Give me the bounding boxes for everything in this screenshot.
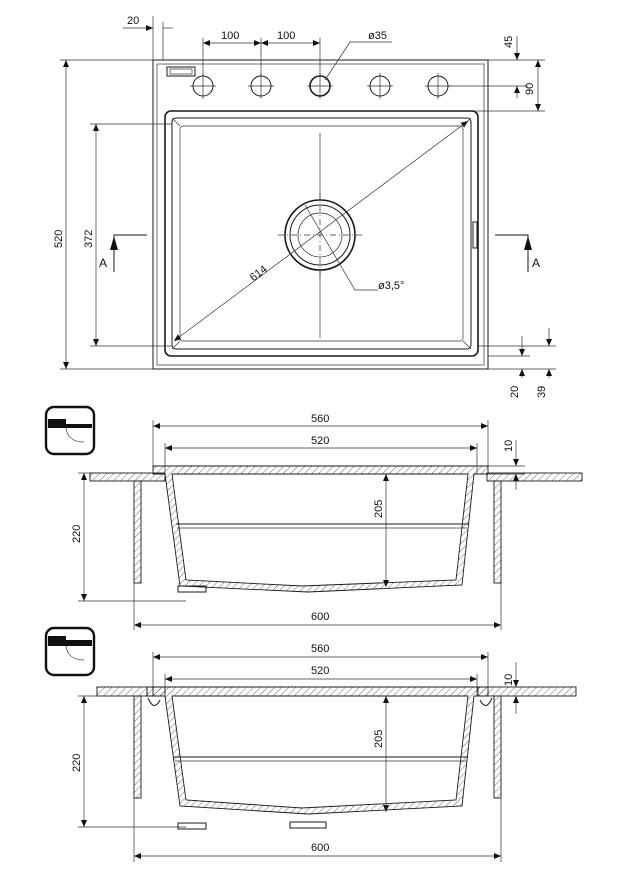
diagonal-dimension-line — [173, 120, 469, 342]
dim-bowl-520-s1: 520 — [311, 435, 329, 447]
dim-height-220-s2: 220 — [71, 754, 83, 772]
dim-cabinet-600-s1: 600 — [311, 611, 329, 623]
dim-bottom-20: 20 — [509, 386, 521, 398]
dim-spacing-100-a: 100 — [221, 30, 239, 42]
sink-outline — [152, 59, 489, 370]
dim-outer-560-s1: 560 — [311, 413, 329, 425]
dim-depth-205-s2: 205 — [373, 730, 385, 748]
dim-height-520: 520 — [53, 230, 65, 248]
dim-spacing-100-b: 100 — [277, 30, 295, 42]
dim-cabinet-600-s2: 600 — [311, 842, 329, 854]
section-view-1: 560 520 205 10 220 600 — [44, 405, 583, 630]
dim-lip-10-s1: 10 — [503, 440, 515, 452]
dim-depth-205-s1: 205 — [373, 500, 385, 518]
tap-holes — [190, 73, 451, 99]
mount-type-icon-flushmount — [44, 626, 96, 677]
dim-bottom-39: 39 — [536, 386, 548, 398]
sink-outline-inner — [156, 63, 485, 366]
section-marker-left: A — [99, 256, 107, 270]
top-view: 614 ø3,5° 20 100 100 ø35 45 90 520 — [53, 15, 556, 398]
dim-height-220-s1: 220 — [71, 525, 83, 543]
bowl-inner-1 — [171, 117, 472, 350]
sink-body-section — [152, 465, 489, 593]
dim-lip-10-s2: 10 — [503, 674, 515, 686]
dim-edge-90: 90 — [524, 83, 536, 95]
drain — [278, 193, 362, 277]
dim-bowl-520-s2: 520 — [311, 665, 329, 677]
bowl-outline — [164, 110, 479, 357]
dim-bowl-372: 372 — [83, 230, 95, 248]
section-marker-right: A — [532, 256, 540, 270]
mount-type-icon-overmount — [44, 405, 96, 456]
dim-drain-angle: ø3,5° — [378, 280, 404, 292]
dim-hole-diameter: ø35 — [368, 30, 387, 42]
section-view-2: 560 520 205 10 220 600 — [44, 626, 577, 862]
overflow-slot — [166, 66, 196, 77]
dim-outer-560-s2: 560 — [311, 643, 329, 655]
sink-body-section-2 — [152, 686, 489, 815]
dim-diagonal-614: 614 — [248, 263, 270, 284]
dim-edge-45: 45 — [503, 36, 515, 48]
dim-offset-20: 20 — [127, 15, 139, 27]
